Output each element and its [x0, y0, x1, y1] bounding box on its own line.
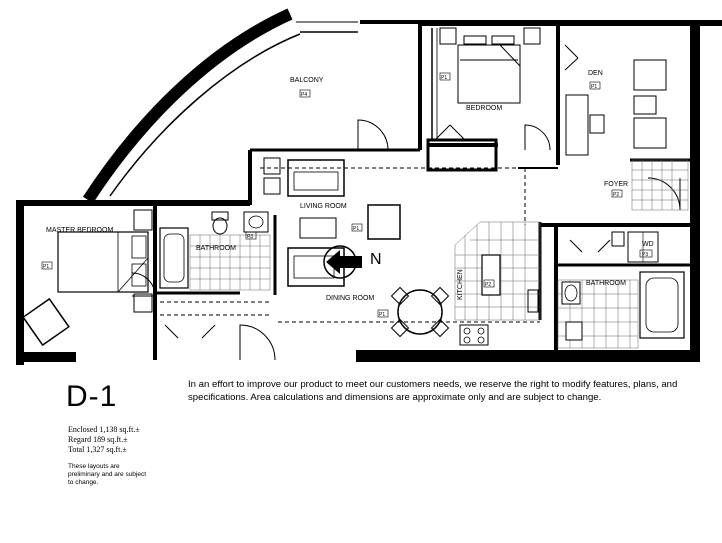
den-desk [565, 94, 589, 156]
north-arrow-icon [323, 245, 362, 279]
bedroom-bed [457, 44, 521, 104]
tag-kitchen: P2 [485, 282, 491, 288]
entry-door [239, 324, 276, 361]
master-door [131, 272, 156, 297]
right-bathtub [639, 271, 685, 339]
room-label-bathroom-left: BATHROOM [196, 245, 236, 252]
room-label-master-bedroom: MASTER BEDROOM [46, 227, 113, 234]
unit-name: D-1 [66, 380, 118, 413]
living-chair [367, 204, 401, 240]
master-bed [57, 231, 149, 293]
preliminary-note: These layouts are preliminary and are su… [68, 463, 147, 486]
master-chair [22, 297, 70, 347]
tag-wd: P3 [642, 252, 648, 258]
bedroom-door [524, 124, 551, 151]
tag-den: P1 [591, 84, 597, 90]
room-label-den: DEN [588, 70, 603, 77]
den-chair [633, 59, 667, 91]
left-wall [16, 200, 24, 365]
kitchen-island [481, 254, 501, 296]
floor-plan: N BALCONY BEDROOM DEN FOYER MASTER BEDRO… [16, 8, 722, 365]
room-label-foyer: FOYER [604, 181, 628, 188]
room-label-balcony: BALCONY [290, 77, 324, 84]
area-regard: Regard 189 sq.ft.± [68, 435, 128, 444]
dining-table [397, 289, 443, 335]
left-sink [243, 211, 269, 233]
tag-bathroom-left: P3 [247, 234, 253, 240]
kitchen-range [459, 324, 489, 346]
north-label: N [370, 251, 382, 268]
area-total: Total 1,327 sq.ft.± [68, 445, 127, 454]
tag-master-bedroom: P1 [43, 264, 49, 270]
tag-foyer: P2 [613, 192, 619, 198]
room-label-living-room: LIVING ROOM [300, 203, 347, 210]
room-label-wd: WD [642, 241, 654, 248]
room-label-bedroom: BEDROOM [466, 105, 502, 112]
balcony-curved-wall [82, 8, 293, 204]
left-bathtub [159, 227, 189, 289]
foyer-door [647, 177, 681, 211]
right-wall [690, 20, 700, 230]
living-sofa [287, 159, 345, 197]
top-wall [418, 20, 722, 26]
disclaimer-text: In an effort to improve our product to m… [188, 379, 678, 403]
bottom-wall [16, 352, 76, 362]
tag-living-room: P1 [353, 226, 359, 232]
left-toilet [211, 211, 229, 221]
right-toilet [565, 321, 583, 341]
area-summary: Enclosed 1,138 sq.ft.± Regard 189 sq.ft.… [68, 425, 140, 455]
balcony-rail [109, 33, 301, 197]
room-label-dining-room: DINING ROOM [326, 295, 374, 302]
room-label-kitchen: KITCHEN [457, 269, 464, 300]
room-label-bathroom-right: BATHROOM [586, 280, 626, 287]
tag-bedroom: P1 [441, 75, 447, 81]
area-enclosed: Enclosed 1,138 sq.ft.± [68, 425, 140, 434]
balcony-door [357, 119, 389, 151]
tag-balcony: P4 [301, 92, 307, 98]
tag-dining-room: P1 [379, 312, 385, 318]
